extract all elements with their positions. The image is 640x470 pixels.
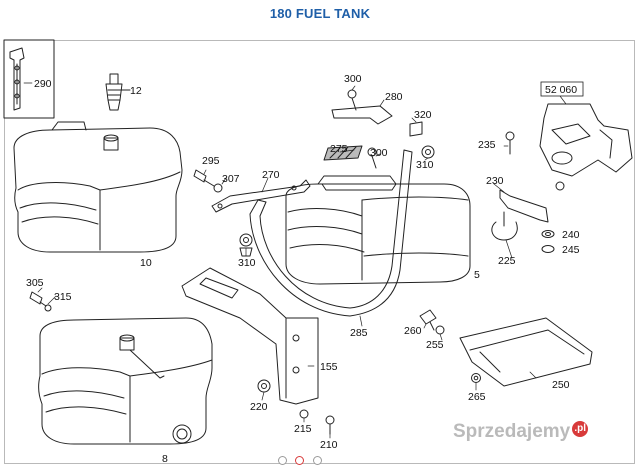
watermark-text: Sprzedajemy bbox=[453, 421, 571, 442]
leader-lines bbox=[23, 82, 567, 439]
callout-295: 295 bbox=[202, 155, 220, 167]
nut-245 bbox=[541, 245, 555, 253]
callout-labels: 290 12 300 280 320 52 060 235 275 300 31… bbox=[26, 73, 584, 465]
bolt-235 bbox=[505, 131, 515, 155]
callout-220: 220 bbox=[250, 401, 268, 413]
callout-245: 245 bbox=[562, 244, 580, 256]
fuel-tank-8 bbox=[38, 317, 213, 445]
carousel-dot-1[interactable] bbox=[278, 456, 287, 465]
callout-315: 315 bbox=[54, 291, 72, 303]
callout-240: 240 bbox=[562, 229, 580, 241]
fuel-tank-10 bbox=[13, 121, 183, 253]
fuel-tank-5 bbox=[285, 175, 471, 285]
bracket-290-inset bbox=[3, 39, 55, 119]
callout-275: 275 bbox=[330, 143, 348, 155]
nut-220 bbox=[257, 379, 271, 393]
fuel-pump-52060 bbox=[539, 103, 633, 191]
callout-265: 265 bbox=[468, 391, 486, 403]
callout-270: 270 bbox=[262, 169, 280, 181]
nut-240 bbox=[541, 230, 555, 238]
callout-250: 250 bbox=[552, 379, 570, 391]
callout-305: 305 bbox=[26, 277, 44, 289]
callout-230: 230 bbox=[486, 175, 504, 187]
callout-52060: 52 060 bbox=[545, 84, 577, 96]
callout-320: 320 bbox=[414, 109, 432, 121]
callout-10: 10 bbox=[140, 257, 152, 269]
bolt-305-315 bbox=[29, 291, 52, 312]
callout-260: 260 bbox=[404, 325, 422, 337]
bolt-260-255 bbox=[419, 309, 445, 335]
callout-5: 5 bbox=[474, 269, 480, 281]
carousel-dot-2[interactable] bbox=[295, 456, 305, 465]
callout-310-left: 310 bbox=[238, 257, 256, 269]
callout-280: 280 bbox=[385, 91, 403, 103]
callout-8: 8 bbox=[162, 453, 168, 465]
washer-310-right bbox=[421, 145, 435, 159]
callout-215: 215 bbox=[294, 423, 312, 435]
bracket-230 bbox=[491, 189, 549, 241]
callout-285: 285 bbox=[350, 327, 368, 339]
washer-265 bbox=[471, 373, 481, 383]
callout-225: 225 bbox=[498, 255, 516, 267]
washer-310-left bbox=[239, 233, 253, 257]
callout-12: 12 bbox=[130, 85, 142, 97]
carousel-dots bbox=[278, 452, 326, 465]
carousel-dot-3[interactable] bbox=[312, 456, 322, 465]
callout-290: 290 bbox=[34, 78, 52, 90]
watermark-badge: .pl bbox=[572, 421, 589, 437]
valve-12 bbox=[105, 73, 131, 111]
callout-255: 255 bbox=[426, 339, 444, 351]
watermark: Sprzedajemy.pl bbox=[453, 421, 589, 443]
bolt-295-307 bbox=[193, 169, 223, 193]
page-title: 180 FUEL TANK bbox=[269, 6, 371, 21]
callout-307: 307 bbox=[222, 173, 240, 185]
bracket-155 bbox=[181, 267, 319, 405]
heat-shield-250 bbox=[459, 317, 593, 387]
callout-235: 235 bbox=[478, 139, 496, 151]
pad-275 bbox=[323, 145, 363, 161]
callout-310-right: 310 bbox=[416, 159, 434, 171]
strap-285 bbox=[249, 149, 413, 317]
callout-300-top: 300 bbox=[344, 73, 362, 85]
callout-155: 155 bbox=[320, 361, 338, 373]
callout-300-mid: 300 bbox=[370, 147, 388, 159]
callout-210: 210 bbox=[320, 439, 338, 451]
